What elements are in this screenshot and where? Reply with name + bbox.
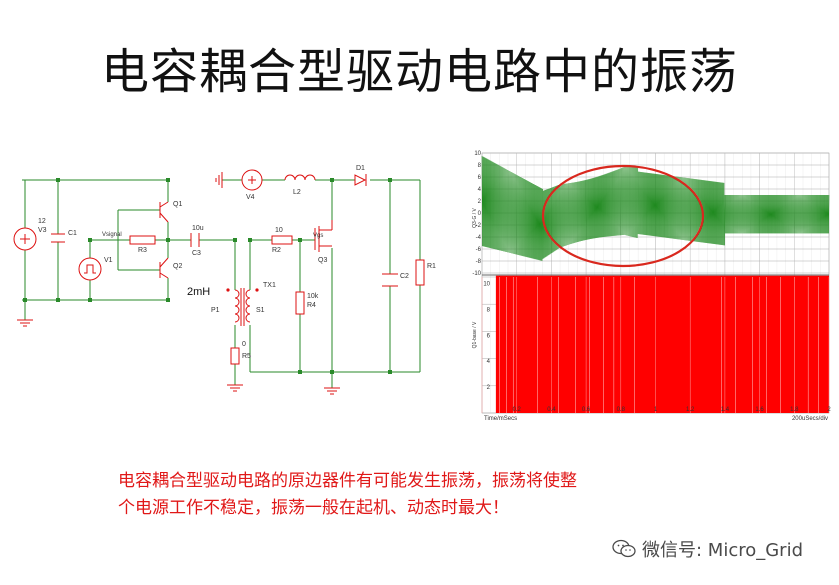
v1-label: V1	[104, 257, 113, 264]
vsignal-label: Vsignal	[102, 232, 122, 238]
caption: 电容耦合型驱动电路的原边器件有可能发生振荡，振荡将使整 个电源工作不稳定，振荡一…	[118, 468, 718, 522]
vgs-label: Vgs	[313, 233, 323, 239]
r5-value-label: 0	[242, 341, 246, 348]
bottom-y-tick: 10	[483, 281, 490, 287]
base-voltage-fill	[495, 275, 829, 413]
x-tick: 1.8	[790, 407, 799, 413]
r1-label: R1	[427, 263, 436, 270]
r4-label: R4	[307, 302, 316, 309]
top-y-tick: 8	[478, 163, 482, 169]
x-tick: 0.2	[513, 407, 522, 413]
x-right-label: 200uSecs/div	[792, 416, 828, 422]
p1-label: P1	[211, 307, 220, 314]
caption-line-2: 个电源工作不稳定，振荡一般在起机、动态时最大！	[118, 498, 509, 518]
top-y-tick: 4	[478, 187, 482, 193]
x-tick: 1.4	[721, 407, 730, 413]
v4-label: V4	[246, 194, 255, 201]
d1-label: D1	[356, 165, 365, 172]
top-y-tick: -10	[472, 271, 481, 277]
top-y-tick: -6	[476, 247, 482, 253]
x-tick: 0.4	[547, 407, 556, 413]
top-y-tick: 2	[478, 199, 482, 205]
oscillation-highlight-ellipse	[541, 164, 705, 268]
c1-label: C1	[68, 230, 77, 237]
bottom-y-tick: 8	[487, 307, 491, 313]
s1-label: S1	[256, 307, 265, 314]
r4-value-label: 10k	[307, 293, 319, 300]
slide-title: 电容耦合型驱动电路中的振荡	[100, 44, 738, 100]
bottom-y-tick: 2	[487, 385, 491, 391]
gate-voltage-path	[481, 155, 830, 261]
bottom-y-tick: 4	[487, 359, 491, 365]
top-y-tick: -4	[476, 235, 482, 241]
gate-voltage-trace	[481, 155, 830, 261]
top-y-tick: 0	[478, 211, 482, 217]
l2-label: L2	[293, 189, 301, 196]
inductance-label: 2mH	[187, 286, 210, 298]
top-ylabel: Q3-G / V	[472, 207, 478, 227]
r3-label: R3	[138, 247, 147, 254]
v3-value-label: 12	[38, 218, 46, 225]
bottom-ylabel: Q1-base / V	[472, 321, 478, 348]
wechat-watermark: 微信号: Micro_Grid	[612, 536, 803, 562]
c3-label: C3	[192, 250, 201, 257]
tx1-label: TX1	[263, 282, 276, 289]
r2-label: R2	[272, 247, 281, 254]
r2-value-label: 10	[275, 227, 283, 234]
x-tick: 2	[827, 407, 831, 413]
top-y-tick: 10	[474, 151, 481, 157]
q1-label: Q1	[173, 201, 182, 208]
x-tick: 1.2	[686, 407, 695, 413]
x-tick: 0.6	[582, 407, 591, 413]
v3-label: V3	[38, 227, 47, 234]
c3-value-label: 10u	[192, 225, 204, 232]
base-voltage-trace	[481, 275, 830, 413]
top-y-tick: -2	[476, 223, 482, 229]
c2-label: C2	[400, 273, 409, 280]
caption-line-1: 电容耦合型驱动电路的原边器件有可能发生振荡，振荡将使整	[118, 471, 577, 491]
wechat-icon	[612, 539, 636, 558]
top-y-tick: 6	[478, 175, 482, 181]
r5-label: R5	[242, 353, 251, 360]
q3-label: Q3	[318, 257, 327, 264]
q2-label: Q2	[173, 263, 182, 270]
x-tick: 0.8	[617, 407, 626, 413]
watermark-text: 微信号: Micro_Grid	[642, 540, 804, 561]
x-tick: 1	[654, 407, 658, 413]
x-left-label: Time/mSecs	[484, 416, 517, 422]
top-y-tick: -8	[476, 259, 482, 265]
x-tick: 1.6	[755, 407, 764, 413]
bottom-y-tick: 6	[487, 333, 491, 339]
drive-circuit-schematic: 12 V3 C1 Vsignal V1 R3 Q1 Q2 10u C3 V4 L…	[13, 165, 436, 395]
